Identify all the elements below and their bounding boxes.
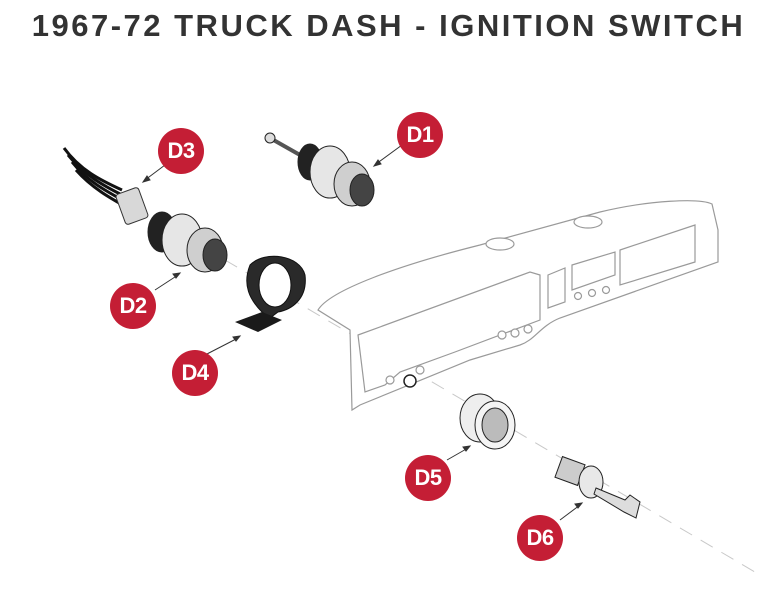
leader-arrows: [141, 144, 584, 521]
page-title: 1967-72 TRUCK DASH - IGNITION SWITCH: [31, 8, 746, 43]
switch-bracket-part: [235, 255, 306, 332]
callout-d4[interactable]: D4: [172, 350, 218, 396]
bezel-nut-part: [459, 393, 516, 450]
assembly-axis-line: [224, 259, 761, 576]
dash-panel: [317, 200, 719, 412]
callout-d3[interactable]: D3: [158, 128, 204, 174]
ignition-switch-stud-part: [264, 132, 375, 207]
ignition-hole: [403, 374, 417, 388]
lock-cylinder-part: [554, 455, 641, 519]
callout-d5[interactable]: D5: [405, 455, 451, 501]
callout-d1[interactable]: D1: [397, 112, 443, 158]
wiring-connector-part: [62, 147, 149, 225]
ignition-switch-part: [147, 211, 228, 273]
callout-d2[interactable]: D2: [110, 283, 156, 329]
callout-d6[interactable]: D6: [517, 515, 563, 561]
